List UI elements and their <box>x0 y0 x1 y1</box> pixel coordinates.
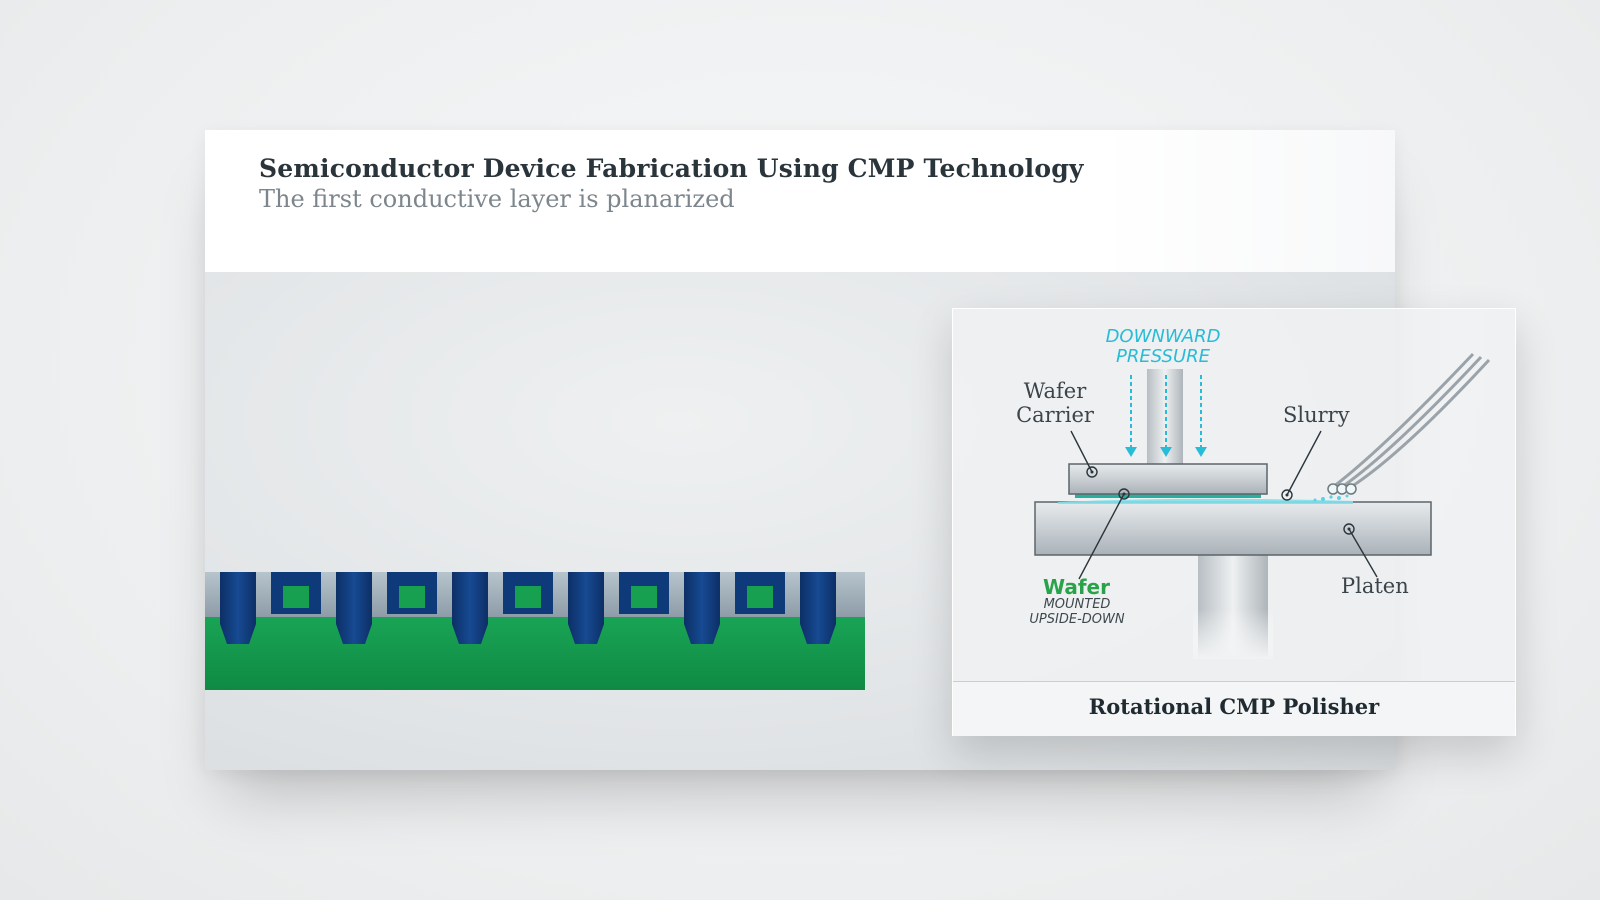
wafer-carrier <box>1068 463 1268 495</box>
platen-label: Platen <box>1341 574 1409 598</box>
conductor-plug <box>684 572 720 644</box>
pressure-arrows <box>1130 375 1202 449</box>
conductor-well <box>503 572 553 614</box>
slurry-film <box>1058 498 1353 504</box>
wafer-carrier-label-line1: Wafer <box>1023 379 1087 403</box>
slurry-tubes <box>1332 352 1491 489</box>
conductor-well <box>735 572 785 614</box>
pressure-label: DOWNWARD PRESSURE <box>1098 327 1228 367</box>
conductor-plugs <box>220 572 836 644</box>
platen <box>1034 501 1432 556</box>
conductor-well <box>619 572 669 614</box>
leader-lines <box>1070 430 1378 580</box>
conductor-well <box>271 572 321 614</box>
card-header: Semiconductor Device Fabrication Using C… <box>205 130 1395 272</box>
slurry-label: Slurry <box>1283 403 1350 427</box>
wafer-cross-section <box>205 572 865 690</box>
well-fill <box>747 586 773 608</box>
wafer-carrier-label-line2: Carrier <box>1016 403 1094 427</box>
conductor-plug <box>336 572 372 644</box>
conductor-plug <box>568 572 604 644</box>
mounted-label: MOUNTED UPSIDE-DOWN <box>1019 597 1135 627</box>
substrate-layer <box>205 617 865 690</box>
wafer <box>1075 493 1261 498</box>
cmp-polisher-diagram <box>1034 352 1491 659</box>
well-fill <box>631 586 657 608</box>
well-fill <box>399 586 425 608</box>
well-fill <box>515 586 541 608</box>
slurry-droplets <box>1313 494 1349 502</box>
pressure-label-line1: DOWNWARD <box>1105 326 1221 347</box>
mounted-label-line1: MOUNTED <box>1043 597 1111 612</box>
inset-footer: Rotational CMP Polisher <box>953 681 1515 736</box>
conductor-plug <box>220 572 256 644</box>
conductor-plug <box>452 572 488 644</box>
page-title: Semiconductor Device Fabrication Using C… <box>259 154 1084 183</box>
pressure-label-line2: PRESSURE <box>1116 346 1210 367</box>
inset-caption: Rotational CMP Polisher <box>1088 694 1380 719</box>
wafer-label: Wafer <box>1043 575 1110 599</box>
wafer-carrier-label: Wafer Carrier <box>1015 379 1095 427</box>
page-subtitle: The first conductive layer is planarized <box>259 185 735 213</box>
well-fill <box>283 586 309 608</box>
mounted-label-line2: UPSIDE-DOWN <box>1029 612 1125 627</box>
conductor-plug <box>800 572 836 644</box>
conductor-wells <box>271 572 785 614</box>
conductor-well <box>387 572 437 614</box>
cmp-polisher-inset: DOWNWARD PRESSURE Wafer Carrier Slurry W… <box>952 308 1516 736</box>
